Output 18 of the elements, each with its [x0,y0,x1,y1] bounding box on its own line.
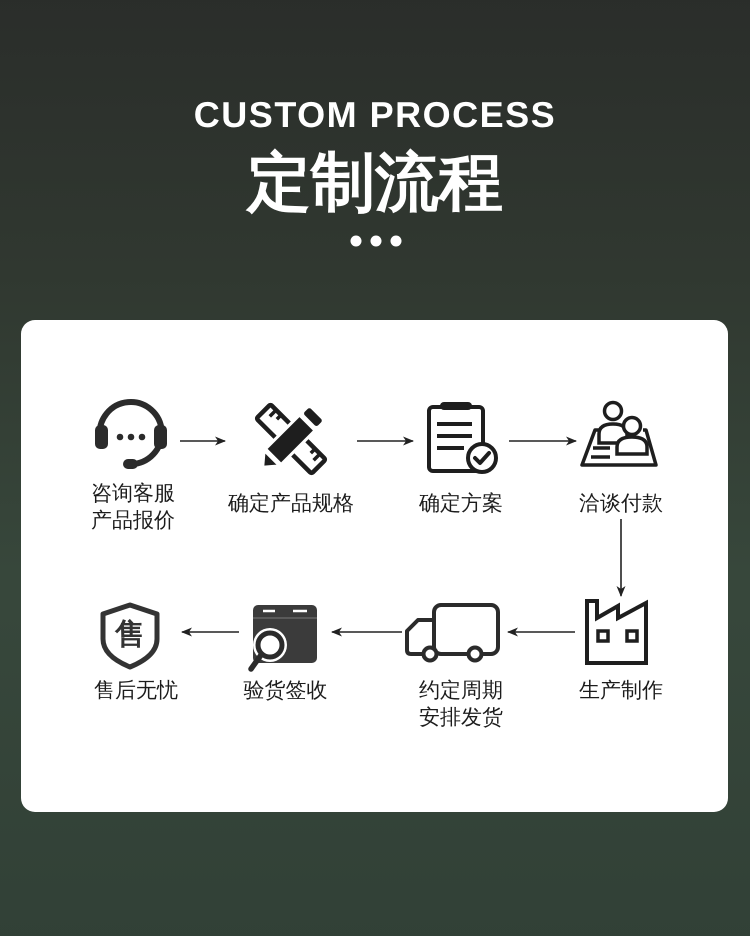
arrow [357,436,414,446]
icon-character: 售 [115,619,145,651]
step-label: 验货签收 [244,677,328,704]
step-label: 售后无忧 [94,677,178,704]
step-label: 约定周期安排发货 [418,677,504,731]
arrow [181,628,239,636]
arrow [507,628,575,636]
step-label: 咨询客服产品报价 [90,480,176,534]
step-label: 确定产品规格 [228,490,354,517]
step-label: 生产制作 [579,677,663,704]
subheading: CUSTOM PROCESS [194,94,556,136]
arrow [331,628,402,636]
arrow [180,436,226,446]
heading: 定制流程 [247,148,503,218]
step-label: 确定方案 [419,490,503,517]
arrow [509,436,577,446]
arrow [616,519,626,597]
step-label: 洽谈付款 [579,490,663,517]
